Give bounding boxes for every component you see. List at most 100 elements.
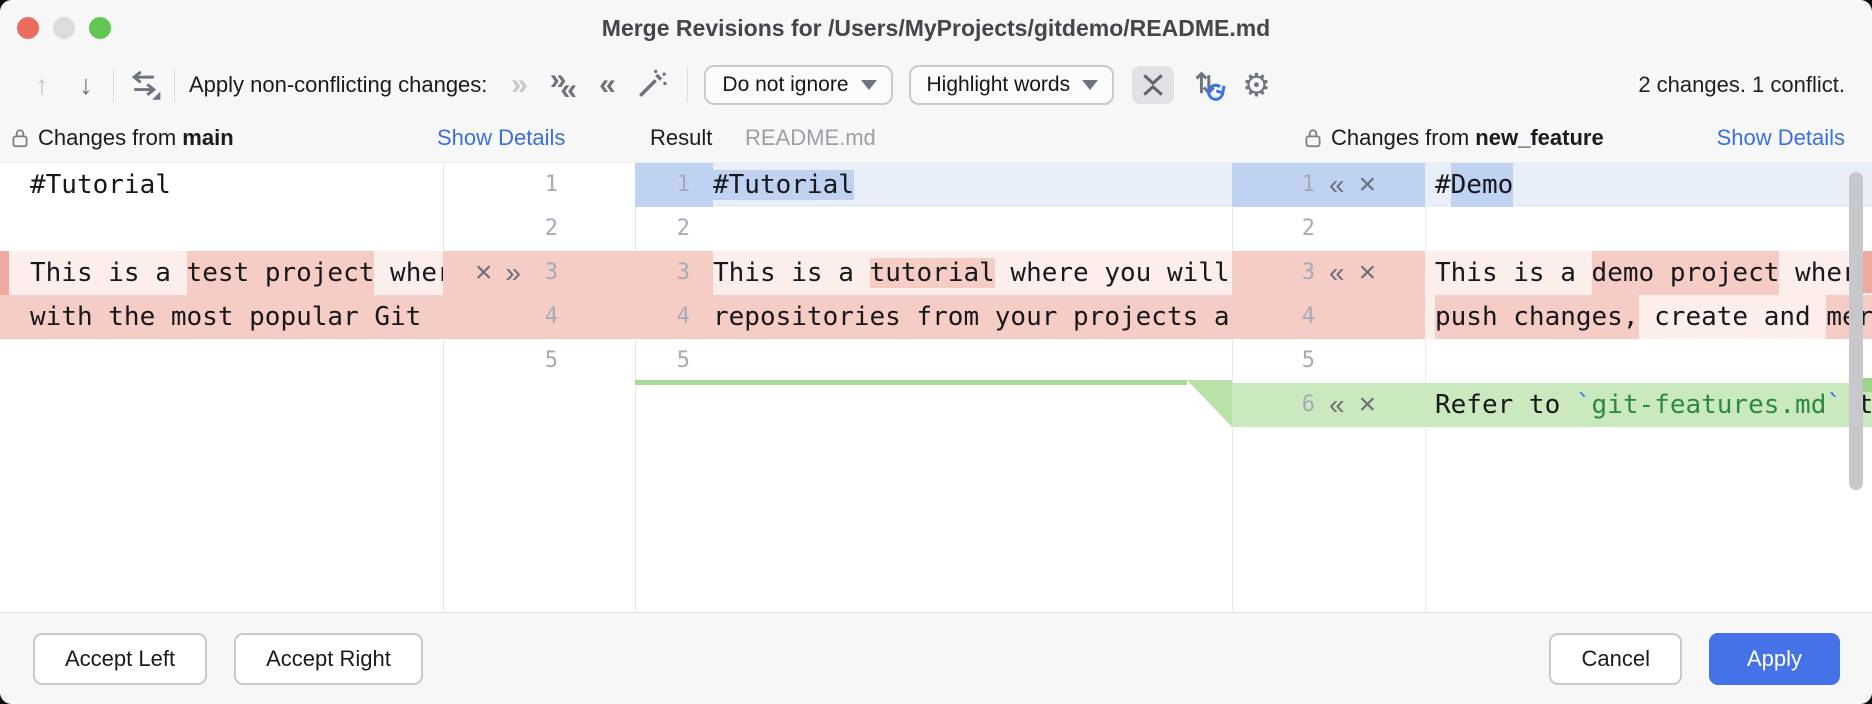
highlight-policy-dropdown[interactable]: Highlight words — [908, 65, 1115, 105]
code-line[interactable]: #Demo — [1425, 163, 1872, 207]
code-line[interactable]: #Tutorial — [0, 163, 443, 207]
code-line[interactable] — [0, 207, 443, 251]
error-stripe-conflict-mark[interactable] — [1863, 251, 1872, 293]
code-segment: test project — [186, 251, 375, 295]
lock-icon — [12, 129, 28, 148]
cancel-button[interactable]: Cancel — [1549, 632, 1682, 685]
traffic-lights — [0, 17, 111, 39]
minimize-window-button — [53, 17, 75, 39]
sync-scroll-icon — [1195, 71, 1226, 101]
error-stripe-addition-mark[interactable] — [1863, 378, 1872, 392]
line-number: 3 — [1301, 260, 1315, 285]
chevron-down-icon — [860, 80, 877, 90]
ignore-change-icon[interactable]: × — [1358, 388, 1377, 421]
code-segment: git-features.md — [1591, 390, 1827, 420]
right-header: Changes from new_feature — [1303, 114, 1604, 162]
ignore-change-icon[interactable]: × — [1358, 168, 1377, 201]
lock-icon — [1305, 129, 1321, 148]
code-segment: # — [1435, 170, 1451, 200]
accept-change-arrow-icon[interactable]: » — [505, 257, 521, 288]
gutter-row: 2 — [443, 207, 635, 251]
code-segment: #Tutorial — [30, 170, 171, 200]
title-bar: Merge Revisions for /Users/MyProjects/gi… — [0, 0, 1872, 56]
line-number: 6 — [1301, 392, 1315, 417]
result-code-line[interactable]: 1#Tutorial — [635, 163, 1232, 207]
code-line[interactable]: Refer to `git-features.md` to — [1425, 383, 1872, 427]
line-number: 2 — [544, 216, 558, 241]
apply-all-changes-icon[interactable]: » — [511, 68, 528, 101]
apply-changes-from-both-sides-icon[interactable]: » « — [549, 63, 578, 106]
apply-button[interactable]: Apply — [1708, 632, 1840, 685]
line-number: 1 — [1301, 172, 1315, 197]
accept-change-arrow-icon[interactable]: « — [1329, 169, 1345, 200]
left-header: Changes from main — [10, 114, 234, 162]
previous-difference-button[interactable]: ↑ — [35, 69, 49, 100]
gutter-row: 6 « × — [1232, 383, 1425, 427]
apply-changes-from-right-icon[interactable]: « — [599, 68, 616, 101]
line-number: 2 — [1301, 216, 1315, 241]
next-difference-button[interactable]: ↓ — [79, 69, 93, 100]
accept-change-arrow-icon[interactable]: « — [1329, 389, 1345, 420]
code-line[interactable]: push changes, create and merge — [1425, 295, 1872, 339]
line-number: 5 — [676, 348, 690, 373]
result-code-line[interactable]: 2 — [635, 207, 1232, 251]
result-code-line[interactable] — [635, 383, 1232, 427]
code-line[interactable] — [1425, 207, 1872, 251]
settings-button[interactable]: ⚙ — [1242, 69, 1271, 101]
synchronize-scrolling-button[interactable] — [1190, 67, 1226, 103]
code-line[interactable] — [0, 383, 443, 427]
accept-change-arrow-icon[interactable]: « — [1329, 257, 1345, 288]
gutter-row: 1 « × — [1232, 163, 1425, 207]
code-line-content — [713, 383, 1232, 427]
merge-pane-headers: Changes from main Show Details Result RE… — [0, 114, 1872, 163]
right-header-label: Changes from new_feature — [1331, 125, 1604, 150]
insertion-connector-line — [635, 380, 1187, 385]
code-segment: This is a — [713, 258, 870, 288]
gutter-row — [443, 383, 635, 427]
left-header-label: Changes from main — [38, 125, 234, 150]
ignore-policy-dropdown[interactable]: Do not ignore — [704, 65, 893, 105]
code-segment: repositories from your projects and — [713, 302, 1232, 332]
code-line[interactable] — [0, 339, 443, 383]
right-show-details-link[interactable]: Show Details — [1716, 125, 1845, 150]
code-line[interactable]: with the most popular Git — [0, 295, 443, 339]
accept-left-button[interactable]: Accept Left — [33, 632, 208, 685]
vertical-scrollbar-thumb[interactable] — [1849, 172, 1863, 490]
gutter-row: 3 « × — [1232, 251, 1425, 295]
gutter-row: 5 — [1232, 339, 1425, 383]
accept-right-button[interactable]: Accept Right — [234, 632, 423, 685]
dialog-footer: Accept Left Accept Right Cancel Apply — [0, 612, 1872, 704]
gutter-row: 2 — [1232, 207, 1425, 251]
code-segment: create and — [1638, 302, 1827, 332]
code-line[interactable]: This is a test project where — [0, 251, 443, 295]
ignore-policy-value: Do not ignore — [722, 73, 849, 96]
result-code-line[interactable]: 5 — [635, 339, 1232, 383]
collapse-unchanged-fragments-button[interactable] — [1132, 66, 1175, 104]
code-segment: where you will learn — [1010, 258, 1230, 288]
code-line-content: repositories from your projects and — [713, 295, 1232, 339]
resolve-simple-conflicts-wand-icon[interactable] — [629, 68, 673, 102]
ignore-change-icon[interactable]: × — [1358, 256, 1377, 289]
code-segment: ` — [1575, 390, 1592, 420]
code-line[interactable]: This is a demo project where you — [1425, 251, 1872, 295]
apply-all-non-conflicting-icon[interactable] — [126, 67, 162, 103]
changes-status-text: 2 changes. 1 conflict. — [1638, 72, 1845, 97]
apply-non-conflicting-label: Apply non-conflicting changes: — [189, 72, 488, 97]
code-segment: This is a — [30, 258, 187, 288]
close-window-button[interactable] — [17, 17, 39, 39]
line-number: 4 — [544, 304, 558, 329]
zoom-window-button[interactable] — [89, 17, 111, 39]
ignore-change-icon[interactable]: × — [474, 256, 493, 289]
left-show-details-link[interactable]: Show Details — [437, 125, 566, 150]
line-number: 2 — [676, 216, 690, 241]
code-line[interactable] — [1425, 339, 1872, 383]
code-segment: where — [390, 258, 443, 288]
